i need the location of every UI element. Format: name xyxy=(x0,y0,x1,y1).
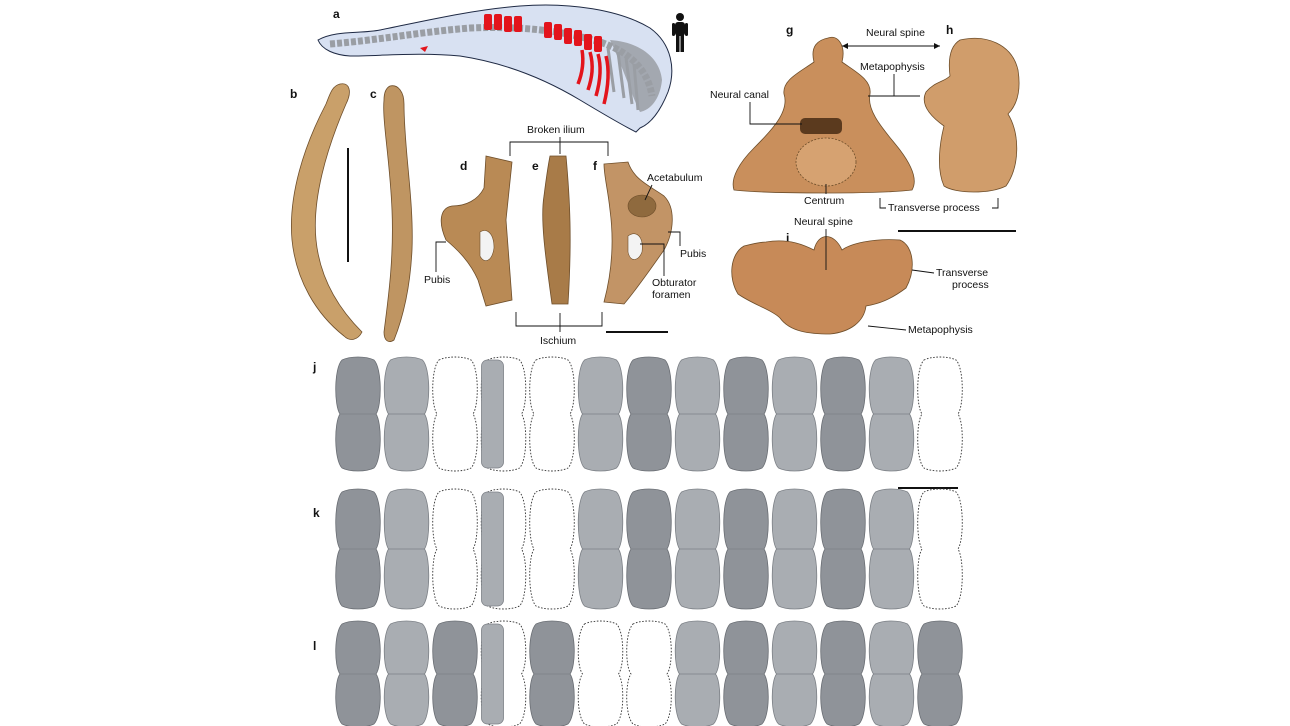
label-acetabulum: Acetabulum xyxy=(647,172,703,184)
label-metaphysis-i: Metapophysis xyxy=(908,324,973,336)
missing-vertebra-outline xyxy=(917,356,963,472)
pointer-obturator xyxy=(640,243,665,276)
partial-vertebra-scan xyxy=(481,491,504,607)
highlighted-vertebrae xyxy=(484,14,602,52)
pointer-pubis-right xyxy=(668,231,681,246)
vertebra-scan xyxy=(529,620,575,726)
missing-vertebra-outline xyxy=(432,488,478,610)
rib-c xyxy=(383,85,413,342)
vertebral-row-j xyxy=(335,356,963,472)
vertebra-scan xyxy=(723,620,769,726)
missing-vertebra-outline xyxy=(529,488,575,610)
missing-vertebra-outline xyxy=(626,620,672,726)
pelvis-e xyxy=(542,155,571,305)
vertebra-scan xyxy=(674,620,721,726)
bracket-transverse-top-left xyxy=(879,198,886,209)
pelvis-f-foramen xyxy=(627,233,643,260)
vertebral-row-k xyxy=(335,488,963,610)
label-transverse-process-top: Transverse process xyxy=(888,202,980,214)
panel-label-d: d xyxy=(460,159,467,173)
pelvis-d xyxy=(440,155,513,307)
label-obturator-1: Obturator xyxy=(652,277,697,289)
panel-label-l: l xyxy=(313,639,316,653)
pointer-transverse-i xyxy=(911,269,935,274)
panel-label-h: h xyxy=(946,23,953,37)
missing-vertebra-outline xyxy=(577,620,624,726)
bracket-ischium xyxy=(515,312,603,327)
partial-vertebra-scan xyxy=(481,359,504,469)
vertebra-scan xyxy=(335,620,381,726)
bracket-broken-ilium xyxy=(509,141,609,156)
label-broken-ilium: Broken ilium xyxy=(527,124,585,136)
missing-vertebra-outline xyxy=(432,356,478,472)
panel-label-g: g xyxy=(786,23,793,37)
missing-vertebra-outline xyxy=(917,488,963,610)
neural-canal-opening xyxy=(800,118,842,134)
panel-label-b: b xyxy=(290,87,297,101)
vertebra-g xyxy=(732,36,915,194)
bracket-transverse-top-right xyxy=(992,198,999,209)
arrowhead-ns-right xyxy=(934,43,940,49)
vertebra-h xyxy=(923,37,1020,193)
vertebra-scan xyxy=(432,620,478,726)
vertebra-scan xyxy=(868,620,915,726)
missing-vertebra-outline xyxy=(529,356,575,472)
pelvis-marker xyxy=(420,46,428,52)
arrowhead-ns-left xyxy=(842,43,848,49)
label-neural-canal: Neural canal xyxy=(710,89,769,101)
label-neural-spine-top: Neural spine xyxy=(866,27,925,39)
vertebra-scan xyxy=(771,620,818,726)
whale-ribs-gray xyxy=(606,47,640,111)
vertebral-row-l xyxy=(335,620,963,726)
label-pubis-right: Pubis xyxy=(680,248,706,260)
rib-b xyxy=(291,83,363,340)
label-obturator-2: foramen xyxy=(652,289,691,301)
label-transverse-1: Transverse xyxy=(936,267,988,279)
pelvis-f xyxy=(603,161,673,305)
acetabulum-socket xyxy=(627,194,657,218)
pointer-pubis-left xyxy=(435,241,446,272)
label-ischium: Ischium xyxy=(540,335,576,347)
panel-label-e: e xyxy=(532,159,539,173)
panel-label-a: a xyxy=(333,7,340,21)
pointer-acetabulum xyxy=(644,184,653,201)
vertebra-scan xyxy=(383,620,430,726)
panel-label-f: f xyxy=(593,159,598,173)
label-centrum: Centrum xyxy=(804,195,845,207)
vertebra-i xyxy=(731,236,913,335)
panel-label-c: c xyxy=(370,87,377,101)
label-neural-spine-i: Neural spine xyxy=(794,216,853,228)
centrum-face xyxy=(795,137,857,187)
label-transverse-2: process xyxy=(952,279,989,291)
panel-label-j: j xyxy=(312,360,316,374)
whale-silhouette xyxy=(317,4,673,133)
panel-label-i: i xyxy=(786,231,789,245)
panel-label-k: k xyxy=(313,506,320,520)
pointer-metaphysis-i xyxy=(867,325,907,331)
highlighted-ribs xyxy=(576,49,610,105)
pelvis-d-foramen xyxy=(479,230,495,261)
label-metaphysis-top: Metapophysis xyxy=(860,61,925,73)
human-silhouette-icon xyxy=(672,13,688,52)
vertebra-scan xyxy=(820,620,866,726)
partial-vertebra-scan xyxy=(481,623,504,725)
vertebra-scan xyxy=(917,620,963,726)
label-pubis-left: Pubis xyxy=(424,274,450,286)
pointer-neural-canal xyxy=(749,102,802,125)
